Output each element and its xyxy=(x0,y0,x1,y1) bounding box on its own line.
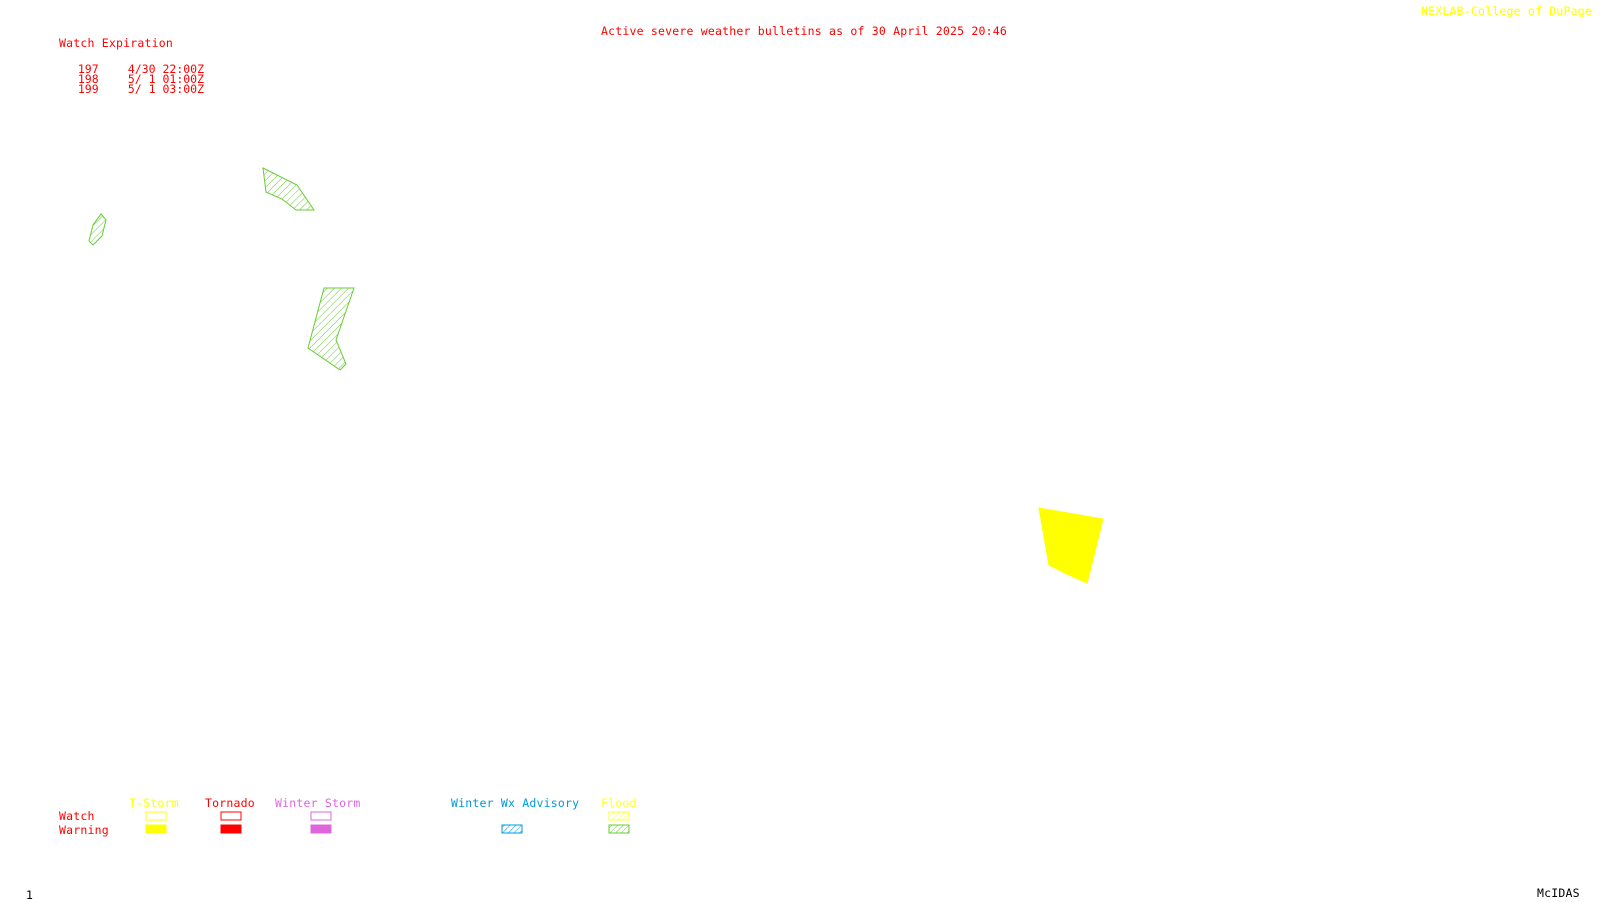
flood-warning-polygon xyxy=(88,213,107,246)
winter-storm-watch-swatch xyxy=(310,811,332,821)
legend-tornado-label: Tornado xyxy=(205,796,255,810)
legend-flood-label: Flood xyxy=(601,796,637,810)
bulletin-title: Active severe weather bulletins as of 30… xyxy=(601,24,1008,38)
watch-expiration-heading: Watch Expiration xyxy=(59,36,173,50)
watch-number: 199 xyxy=(77,82,99,96)
legend-tstorm-label: T-Storm xyxy=(129,796,179,810)
legend-winter-wx-advisory-label: Winter Wx Advisory xyxy=(451,796,580,810)
legend-watch-row-label: Watch xyxy=(59,809,95,823)
tstorm-warning-swatch xyxy=(145,824,167,834)
flood-warning-polygon xyxy=(307,287,355,371)
watch-row: 197 4/30 22:00Z xyxy=(64,54,205,76)
watch-expires: 5/ 1 01:00Z xyxy=(127,72,205,86)
credit-label: NEXLAB-College of DuPage R xyxy=(1421,4,1600,18)
tstorm-warning-polygon xyxy=(1038,507,1104,584)
tstorm-watch-swatch xyxy=(145,811,167,821)
software-label: McIDAS xyxy=(1537,886,1580,900)
frame-number: 1 xyxy=(26,888,34,902)
watch-number: 197 xyxy=(77,62,99,76)
legend-winter-storm-label: Winter Storm xyxy=(275,796,361,810)
watch-number: 198 xyxy=(77,72,99,86)
flood-watch-swatch xyxy=(608,811,630,821)
tornado-warning-swatch xyxy=(220,824,242,834)
winter-storm-warning-swatch xyxy=(310,824,332,834)
winter-wx-advisory-swatch xyxy=(501,824,523,834)
watch-expires: 5/ 1 03:00Z xyxy=(127,82,205,96)
watch-expires: 4/30 22:00Z xyxy=(127,62,205,76)
tornado-watch-swatch xyxy=(220,811,242,821)
flood-warning-polygon xyxy=(262,167,315,211)
watch-row: 199 5/ 1 03:00Z xyxy=(64,74,205,96)
flood-warning-swatch xyxy=(608,824,630,834)
watch-row: 198 5/ 1 01:00Z xyxy=(64,64,205,86)
legend-warning-row-label: Warning xyxy=(59,823,109,837)
